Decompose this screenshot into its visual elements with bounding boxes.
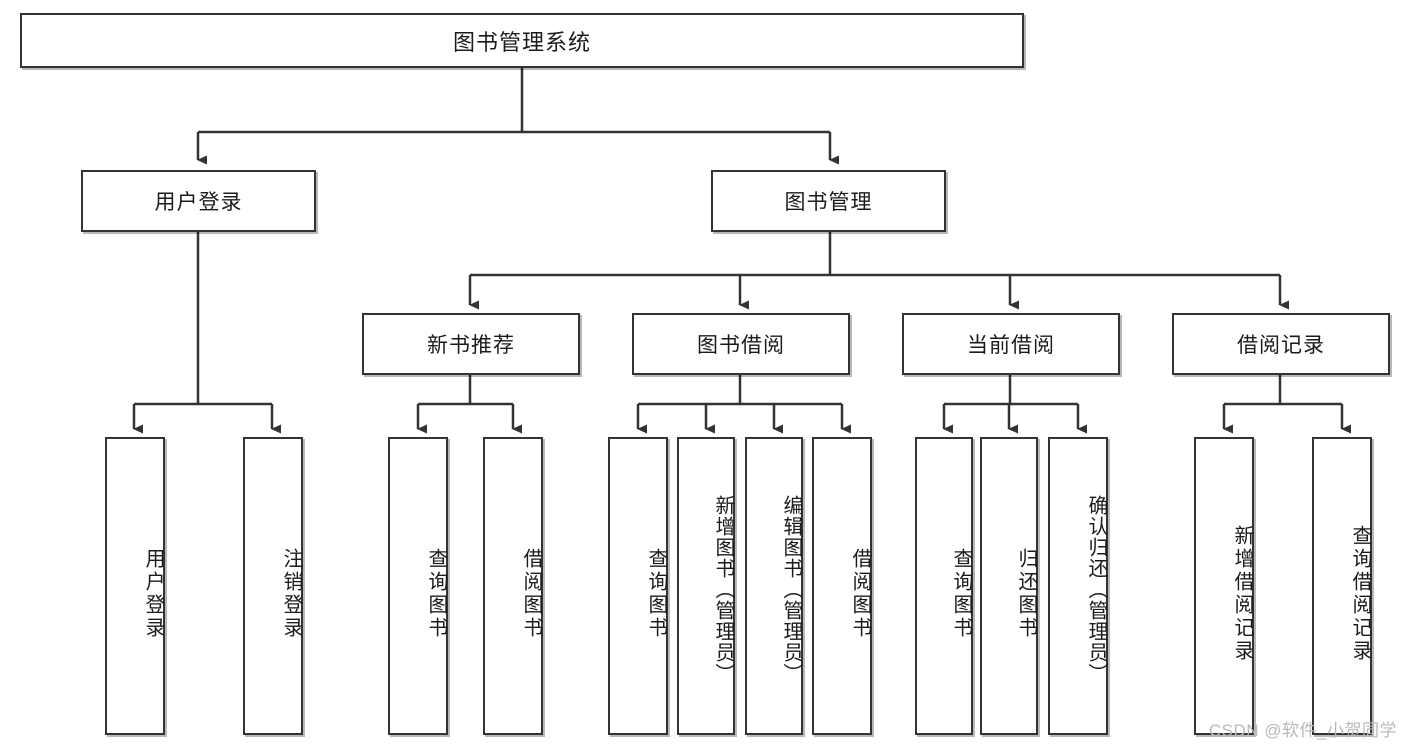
leaf-user-login[interactable]: 用户登录 <box>105 437 165 735</box>
node-label: 借阅图书 <box>520 548 542 640</box>
node-label: 新增借阅记录 <box>1231 525 1253 663</box>
node-label: 归还图书 <box>1015 548 1037 640</box>
leaf-query-book-3[interactable]: 查询图书 <box>915 437 973 735</box>
node-book-management[interactable]: 图书管理 <box>711 170 946 232</box>
node-borrow-record[interactable]: 借阅记录 <box>1172 313 1390 375</box>
leaf-confirm-return-admin[interactable]: 确认归还（管理员） <box>1048 437 1108 735</box>
node-label: 查询图书 <box>950 548 972 640</box>
leaf-add-borrow-record[interactable]: 新增借阅记录 <box>1194 437 1254 735</box>
node-new-book-recommend[interactable]: 新书推荐 <box>362 313 580 375</box>
node-label: 查询图书 <box>425 548 447 640</box>
leaf-add-book-admin[interactable]: 新增图书（管理员） <box>677 437 735 735</box>
node-label: 图书管理系统 <box>452 29 591 55</box>
node-label: 注销登录 <box>280 548 302 640</box>
leaf-query-borrow-record[interactable]: 查询借阅记录 <box>1312 437 1372 735</box>
leaf-borrow-book-2[interactable]: 借阅图书 <box>812 437 872 735</box>
node-label: 新增图书（管理员） <box>712 494 734 684</box>
node-label: 用户登录 <box>142 548 164 640</box>
leaf-query-book-1[interactable]: 查询图书 <box>388 437 448 735</box>
node-label: 编辑图书（管理员） <box>780 494 802 684</box>
node-label: 图书管理 <box>784 191 873 214</box>
leaf-return-book[interactable]: 归还图书 <box>980 437 1038 735</box>
node-label: 借阅记录 <box>1237 334 1325 357</box>
node-label: 用户登录 <box>154 191 243 214</box>
node-label: 查询图书 <box>645 548 667 640</box>
node-label: 图书借阅 <box>697 334 785 357</box>
node-label: 新书推荐 <box>427 334 515 357</box>
node-book-borrow[interactable]: 图书借阅 <box>632 313 850 375</box>
node-label: 当前借阅 <box>967 334 1055 357</box>
leaf-query-book-2[interactable]: 查询图书 <box>608 437 668 735</box>
node-user-login[interactable]: 用户登录 <box>81 170 316 232</box>
leaf-borrow-book-1[interactable]: 借阅图书 <box>483 437 543 735</box>
node-label: 借阅图书 <box>849 548 871 640</box>
leaf-edit-book-admin[interactable]: 编辑图书（管理员） <box>745 437 803 735</box>
node-current-borrow[interactable]: 当前借阅 <box>902 313 1120 375</box>
node-root-system[interactable]: 图书管理系统 <box>20 13 1024 68</box>
node-label: 确认归还（管理员） <box>1085 494 1107 684</box>
leaf-logout[interactable]: 注销登录 <box>243 437 303 735</box>
node-label: 查询借阅记录 <box>1349 525 1371 663</box>
watermark-text: CSDN @软件_小贺同学 <box>1208 721 1397 740</box>
